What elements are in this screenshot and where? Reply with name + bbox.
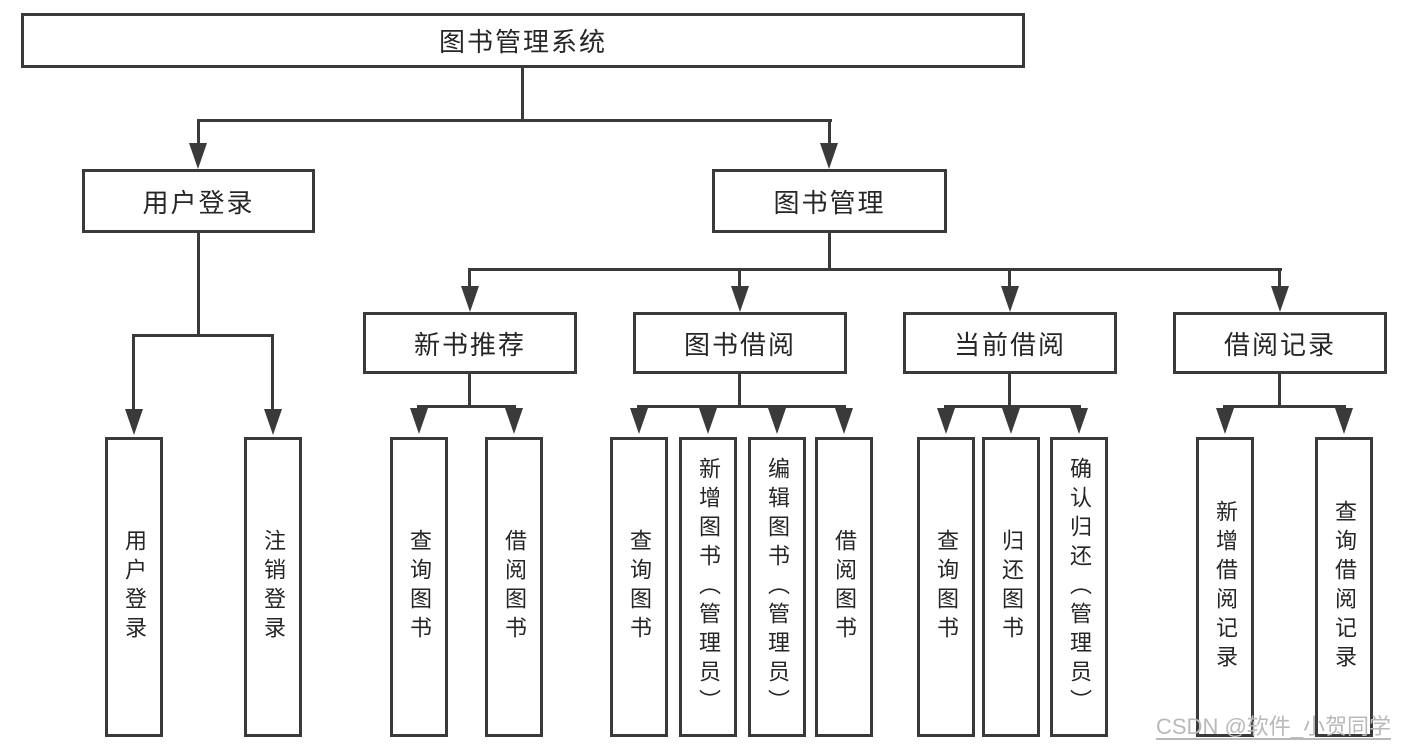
connector-line (197, 233, 200, 336)
connector-line (417, 405, 516, 408)
connector-line (468, 268, 471, 290)
connector-line (521, 68, 524, 122)
connector-line (738, 268, 741, 290)
arrow-down-icon (630, 408, 648, 434)
node-library-management-system: 图书管理系统 (21, 13, 1025, 68)
node-new-book-recommendation: 新书推荐 (363, 312, 577, 374)
arrow-down-icon (1002, 408, 1020, 434)
connector-line (197, 119, 832, 122)
connector-line (1008, 268, 1011, 290)
connector-line (132, 334, 274, 337)
node-current-borrowing: 当前借阅 (903, 312, 1117, 374)
arrow-down-icon (1271, 286, 1289, 312)
leaf-query-books-current: 查询图书 (917, 437, 975, 737)
leaf-logout: 注销登录 (244, 437, 302, 737)
arrow-down-icon (125, 409, 143, 435)
connector-line (828, 119, 831, 147)
leaf-add-borrow-record: 新增借阅记录 (1196, 437, 1254, 737)
node-book-borrowing: 图书借阅 (633, 312, 847, 374)
arrow-down-icon (937, 408, 955, 434)
leaf-return-books: 归还图书 (982, 437, 1040, 737)
connector-line (271, 334, 274, 411)
node-borrowing-records: 借阅记录 (1173, 312, 1387, 374)
arrow-down-icon (835, 408, 853, 434)
arrow-down-icon (1070, 408, 1088, 434)
leaf-query-borrow-record: 查询借阅记录 (1315, 437, 1373, 737)
connector-line (1278, 374, 1281, 408)
connector-line (637, 405, 846, 408)
leaf-query-books-borrowing: 查询图书 (610, 437, 668, 737)
arrow-down-icon (731, 286, 749, 312)
leaf-user-login: 用户登录 (105, 437, 163, 737)
connector-line (1008, 374, 1011, 408)
arrow-down-icon (1216, 408, 1234, 434)
node-book-management: 图书管理 (712, 169, 947, 233)
leaf-borrow-books: 借阅图书 (815, 437, 873, 737)
leaf-add-books-admin: 新增图书（管理员） (679, 437, 737, 737)
connector-line (1223, 405, 1346, 408)
watermark: CSDN @软件_小贺同学 (1156, 714, 1392, 739)
connector-line (132, 334, 135, 411)
connector-line (944, 405, 1081, 408)
connector-line (468, 268, 1282, 271)
connector-line (738, 374, 741, 408)
arrow-down-icon (768, 408, 786, 434)
arrow-down-icon (1335, 408, 1353, 434)
node-user-login: 用户登录 (82, 169, 315, 233)
connector-line (197, 119, 200, 147)
connector-line (468, 374, 471, 408)
arrow-down-icon (264, 409, 282, 435)
arrow-down-icon (820, 143, 838, 169)
leaf-borrow-books-recommend: 借阅图书 (485, 437, 543, 737)
leaf-query-books-recommend: 查询图书 (390, 437, 448, 737)
leaf-edit-books-admin: 编辑图书（管理员） (748, 437, 806, 737)
arrow-down-icon (189, 143, 207, 169)
connector-line (828, 233, 831, 271)
arrow-down-icon (461, 286, 479, 312)
arrow-down-icon (699, 408, 717, 434)
arrow-down-icon (505, 408, 523, 434)
arrow-down-icon (1001, 286, 1019, 312)
connector-line (1278, 268, 1281, 290)
arrow-down-icon (410, 408, 428, 434)
leaf-confirm-return-admin: 确认归还（管理员） (1050, 437, 1108, 737)
